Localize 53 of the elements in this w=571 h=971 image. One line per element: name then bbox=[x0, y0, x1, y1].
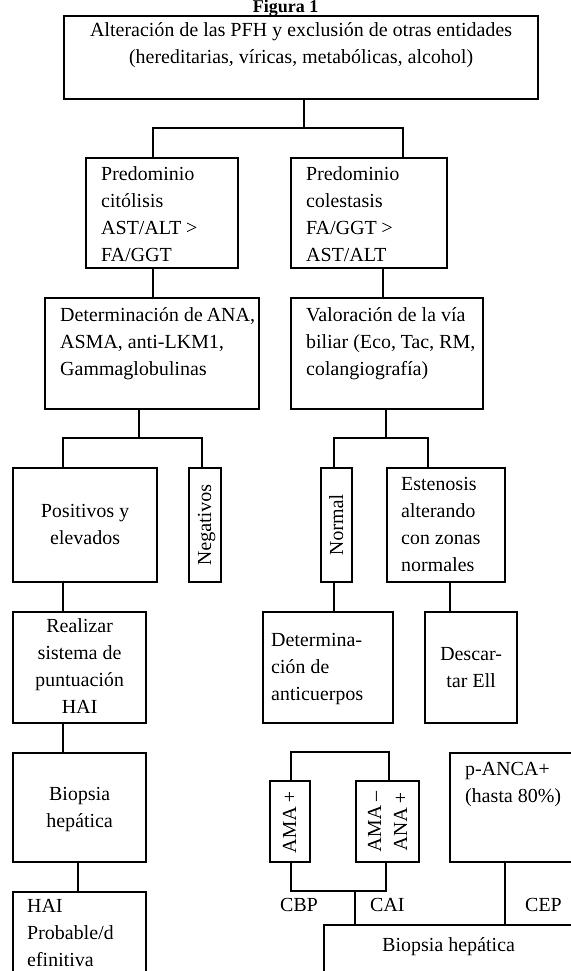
branch-label: CBP bbox=[280, 893, 318, 918]
node-text: Normal bbox=[324, 494, 348, 556]
process-box bbox=[386, 467, 506, 583]
process-box bbox=[424, 611, 518, 724]
connector-line bbox=[382, 269, 384, 297]
process-box bbox=[12, 611, 147, 724]
branch-label: CEP bbox=[525, 893, 562, 918]
node-text: Realizar sistema de puntuación HAI bbox=[34, 614, 125, 720]
node-text: Determina- ción de anticuerpos bbox=[271, 628, 364, 707]
connector-line bbox=[303, 100, 404, 157]
connector-line bbox=[354, 863, 387, 924]
process-box bbox=[262, 611, 394, 724]
result-box bbox=[355, 780, 420, 863]
connector-line bbox=[62, 724, 64, 752]
node-text: AMA + bbox=[278, 790, 302, 852]
process-box bbox=[290, 157, 448, 269]
process-box bbox=[63, 15, 539, 100]
connector-line bbox=[385, 410, 429, 467]
node-text: p-ANCA+ (hasta 80%) bbox=[465, 757, 562, 809]
result-box bbox=[320, 467, 353, 583]
process-box bbox=[323, 924, 571, 971]
connector-line bbox=[449, 583, 451, 611]
node-text: Predominio citólisis AST/ALT > FA/GGT bbox=[101, 162, 198, 268]
node-text: AMA – bbox=[362, 791, 386, 852]
process-box bbox=[12, 467, 158, 583]
node-text: Positivos y elevados bbox=[40, 499, 130, 551]
result-box bbox=[269, 780, 311, 863]
connector-line bbox=[138, 410, 203, 467]
branch-label: CAI bbox=[370, 893, 404, 918]
connector-line bbox=[290, 751, 390, 780]
result-box bbox=[188, 467, 222, 583]
node-text: Biopsia hepática bbox=[45, 782, 114, 834]
node-text: Predominio colestasis FA/GGT > AST/ALT bbox=[306, 162, 400, 268]
connector-line bbox=[152, 269, 154, 297]
node-text: Estenosis alterando con zonas normales bbox=[401, 472, 482, 578]
node-text: Determinación de ANA, ASMA, anti-LKM1, Gammaglobulinas bbox=[60, 303, 256, 382]
node-text: Valoración de la vía biliar (Eco, Tac, RM, colangiografía) bbox=[306, 303, 476, 382]
connector-line bbox=[77, 863, 79, 891]
connector-line bbox=[333, 583, 335, 611]
node-text: Negativos bbox=[193, 484, 217, 566]
process-box bbox=[85, 157, 239, 269]
node-text: ANA + bbox=[388, 792, 412, 851]
process-box bbox=[290, 297, 484, 410]
process-box bbox=[449, 752, 571, 863]
connector-line bbox=[504, 863, 506, 924]
connector-line bbox=[62, 583, 64, 611]
process-box bbox=[12, 752, 147, 863]
node-text: Alteración de las PFH y exclusión de otras entidades (hereditarias, víricas, metabólicas, alcohol) bbox=[88, 18, 514, 70]
node-text: HAI Probable/d efinitiva bbox=[27, 894, 115, 971]
process-box bbox=[12, 891, 147, 971]
node-text: Descar- tar Ell bbox=[439, 642, 503, 694]
process-box bbox=[44, 297, 260, 410]
node-text: Biopsia hepática bbox=[381, 933, 516, 958]
